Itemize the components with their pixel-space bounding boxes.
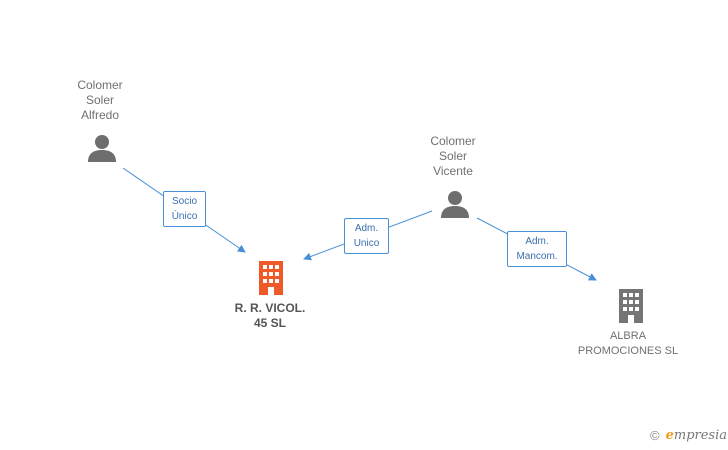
node-label-line: ALBRA [609,330,647,342]
logo-rest: mpresia [673,428,728,443]
brand-watermark: © empresia [650,428,727,443]
edge-label-adm-mancom: Adm. Mancom. [507,231,567,267]
building-icon[interactable] [257,261,285,295]
person-icon[interactable] [87,134,117,162]
copyright-icon: © [650,428,660,443]
node-label-line: PROMOCIONES SL [577,345,679,357]
edge-label-socio-unico: Socio Único [163,191,206,227]
logo-initial: e [665,428,674,443]
edge-label-line: Socio [171,196,197,207]
node-label-line: Colomer [430,134,476,148]
empresia-logo: empresia [666,428,727,443]
edge-label-line: Único [171,211,198,222]
node-label-albra[interactable]: ALBRA PROMOCIONES SL [573,329,683,359]
node-label-line: Vicente [433,164,473,178]
edge-label-adm-unico: Adm. Unico [344,218,389,254]
edge-label-line: Adm. [354,223,379,234]
node-label-line: Alfredo [80,108,120,122]
node-label-line: R. R. VICOL. [234,301,306,315]
node-label-line: Soler [85,93,114,107]
person-icon[interactable] [440,190,470,218]
node-label-line: 45 SL [253,316,286,330]
edge-label-line: Unico [353,238,380,249]
node-label-line: Colomer [77,78,123,92]
node-label-vicol[interactable]: R. R. VICOL. 45 SL [220,301,320,331]
node-label-alfredo: Colomer Soler Alfredo [60,78,140,123]
node-label-line: Soler [438,149,467,163]
node-label-vicente: Colomer Soler Vicente [413,134,493,179]
edge-label-line: Mancom. [516,251,558,262]
edge-label-line: Adm. [525,236,549,247]
building-icon[interactable] [617,289,645,323]
